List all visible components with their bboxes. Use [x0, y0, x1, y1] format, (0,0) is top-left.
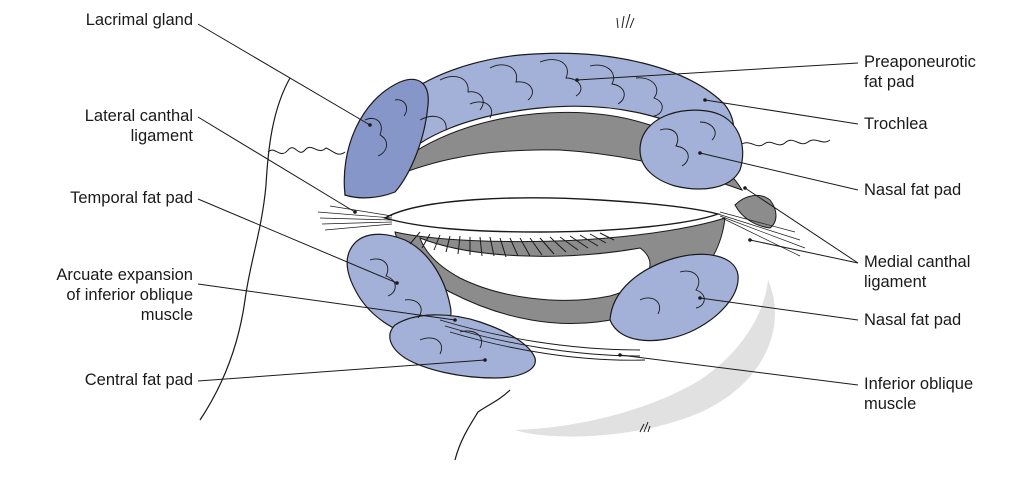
label-line: Medial canthal	[864, 252, 970, 272]
label-line: fat pad	[864, 72, 976, 92]
medial-strand	[740, 140, 830, 146]
central-fat-shape	[390, 315, 536, 378]
label-arcuate-expansion: Arcuate expansion of inferior oblique mu…	[56, 265, 193, 325]
label-lateral-canthal-ligament: Lateral canthal ligament	[85, 106, 193, 146]
label-nasal-fat-pad-lower: Nasal fat pad	[864, 310, 961, 330]
label-line: muscle	[56, 305, 193, 325]
label-line: muscle	[864, 394, 973, 414]
label-line: Arcuate expansion	[56, 265, 193, 285]
label-line: Trochlea	[864, 114, 928, 134]
lateral-strand	[268, 147, 345, 154]
label-line: Lacrimal gland	[86, 10, 193, 30]
face-contour	[200, 78, 290, 420]
label-line: Lateral canthal	[85, 106, 193, 126]
leader-medial-canthal-2	[750, 240, 858, 263]
label-line: ligament	[864, 272, 970, 292]
label-central-fat-pad: Central fat pad	[85, 370, 193, 390]
label-line: of inferior oblique	[56, 285, 193, 305]
label-medial-canthal-ligament: Medial canthal ligament	[864, 252, 970, 292]
medial-canthus-wedge	[735, 195, 776, 228]
label-preaponeurotic-fat-pad: Preaponeurotic fat pad	[864, 52, 976, 92]
label-line: Nasal fat pad	[864, 180, 961, 200]
nasal-fat-upper-shape	[640, 110, 743, 189]
label-nasal-fat-pad-upper: Nasal fat pad	[864, 180, 961, 200]
upper-lid-margin	[385, 198, 718, 232]
label-line: Nasal fat pad	[864, 310, 961, 330]
label-temporal-fat-pad: Temporal fat pad	[70, 188, 193, 208]
label-lacrimal-gland: Lacrimal gland	[86, 10, 193, 30]
hair-tuft-top	[617, 14, 634, 28]
label-line: Preaponeurotic	[864, 52, 976, 72]
label-line: Temporal fat pad	[70, 188, 193, 208]
lacrimal-gland-shape	[344, 79, 428, 197]
label-inferior-oblique-muscle: Inferior oblique muscle	[864, 374, 973, 414]
label-line: ligament	[85, 126, 193, 146]
label-line: Central fat pad	[85, 370, 193, 390]
lateral-canthal-fibers	[318, 206, 392, 230]
leader-lateral-canthal	[198, 117, 355, 212]
label-line: Inferior oblique	[864, 374, 973, 394]
nose-contour	[455, 390, 510, 460]
label-trochlea: Trochlea	[864, 114, 928, 134]
leader-lacrimal-gland	[198, 24, 370, 125]
